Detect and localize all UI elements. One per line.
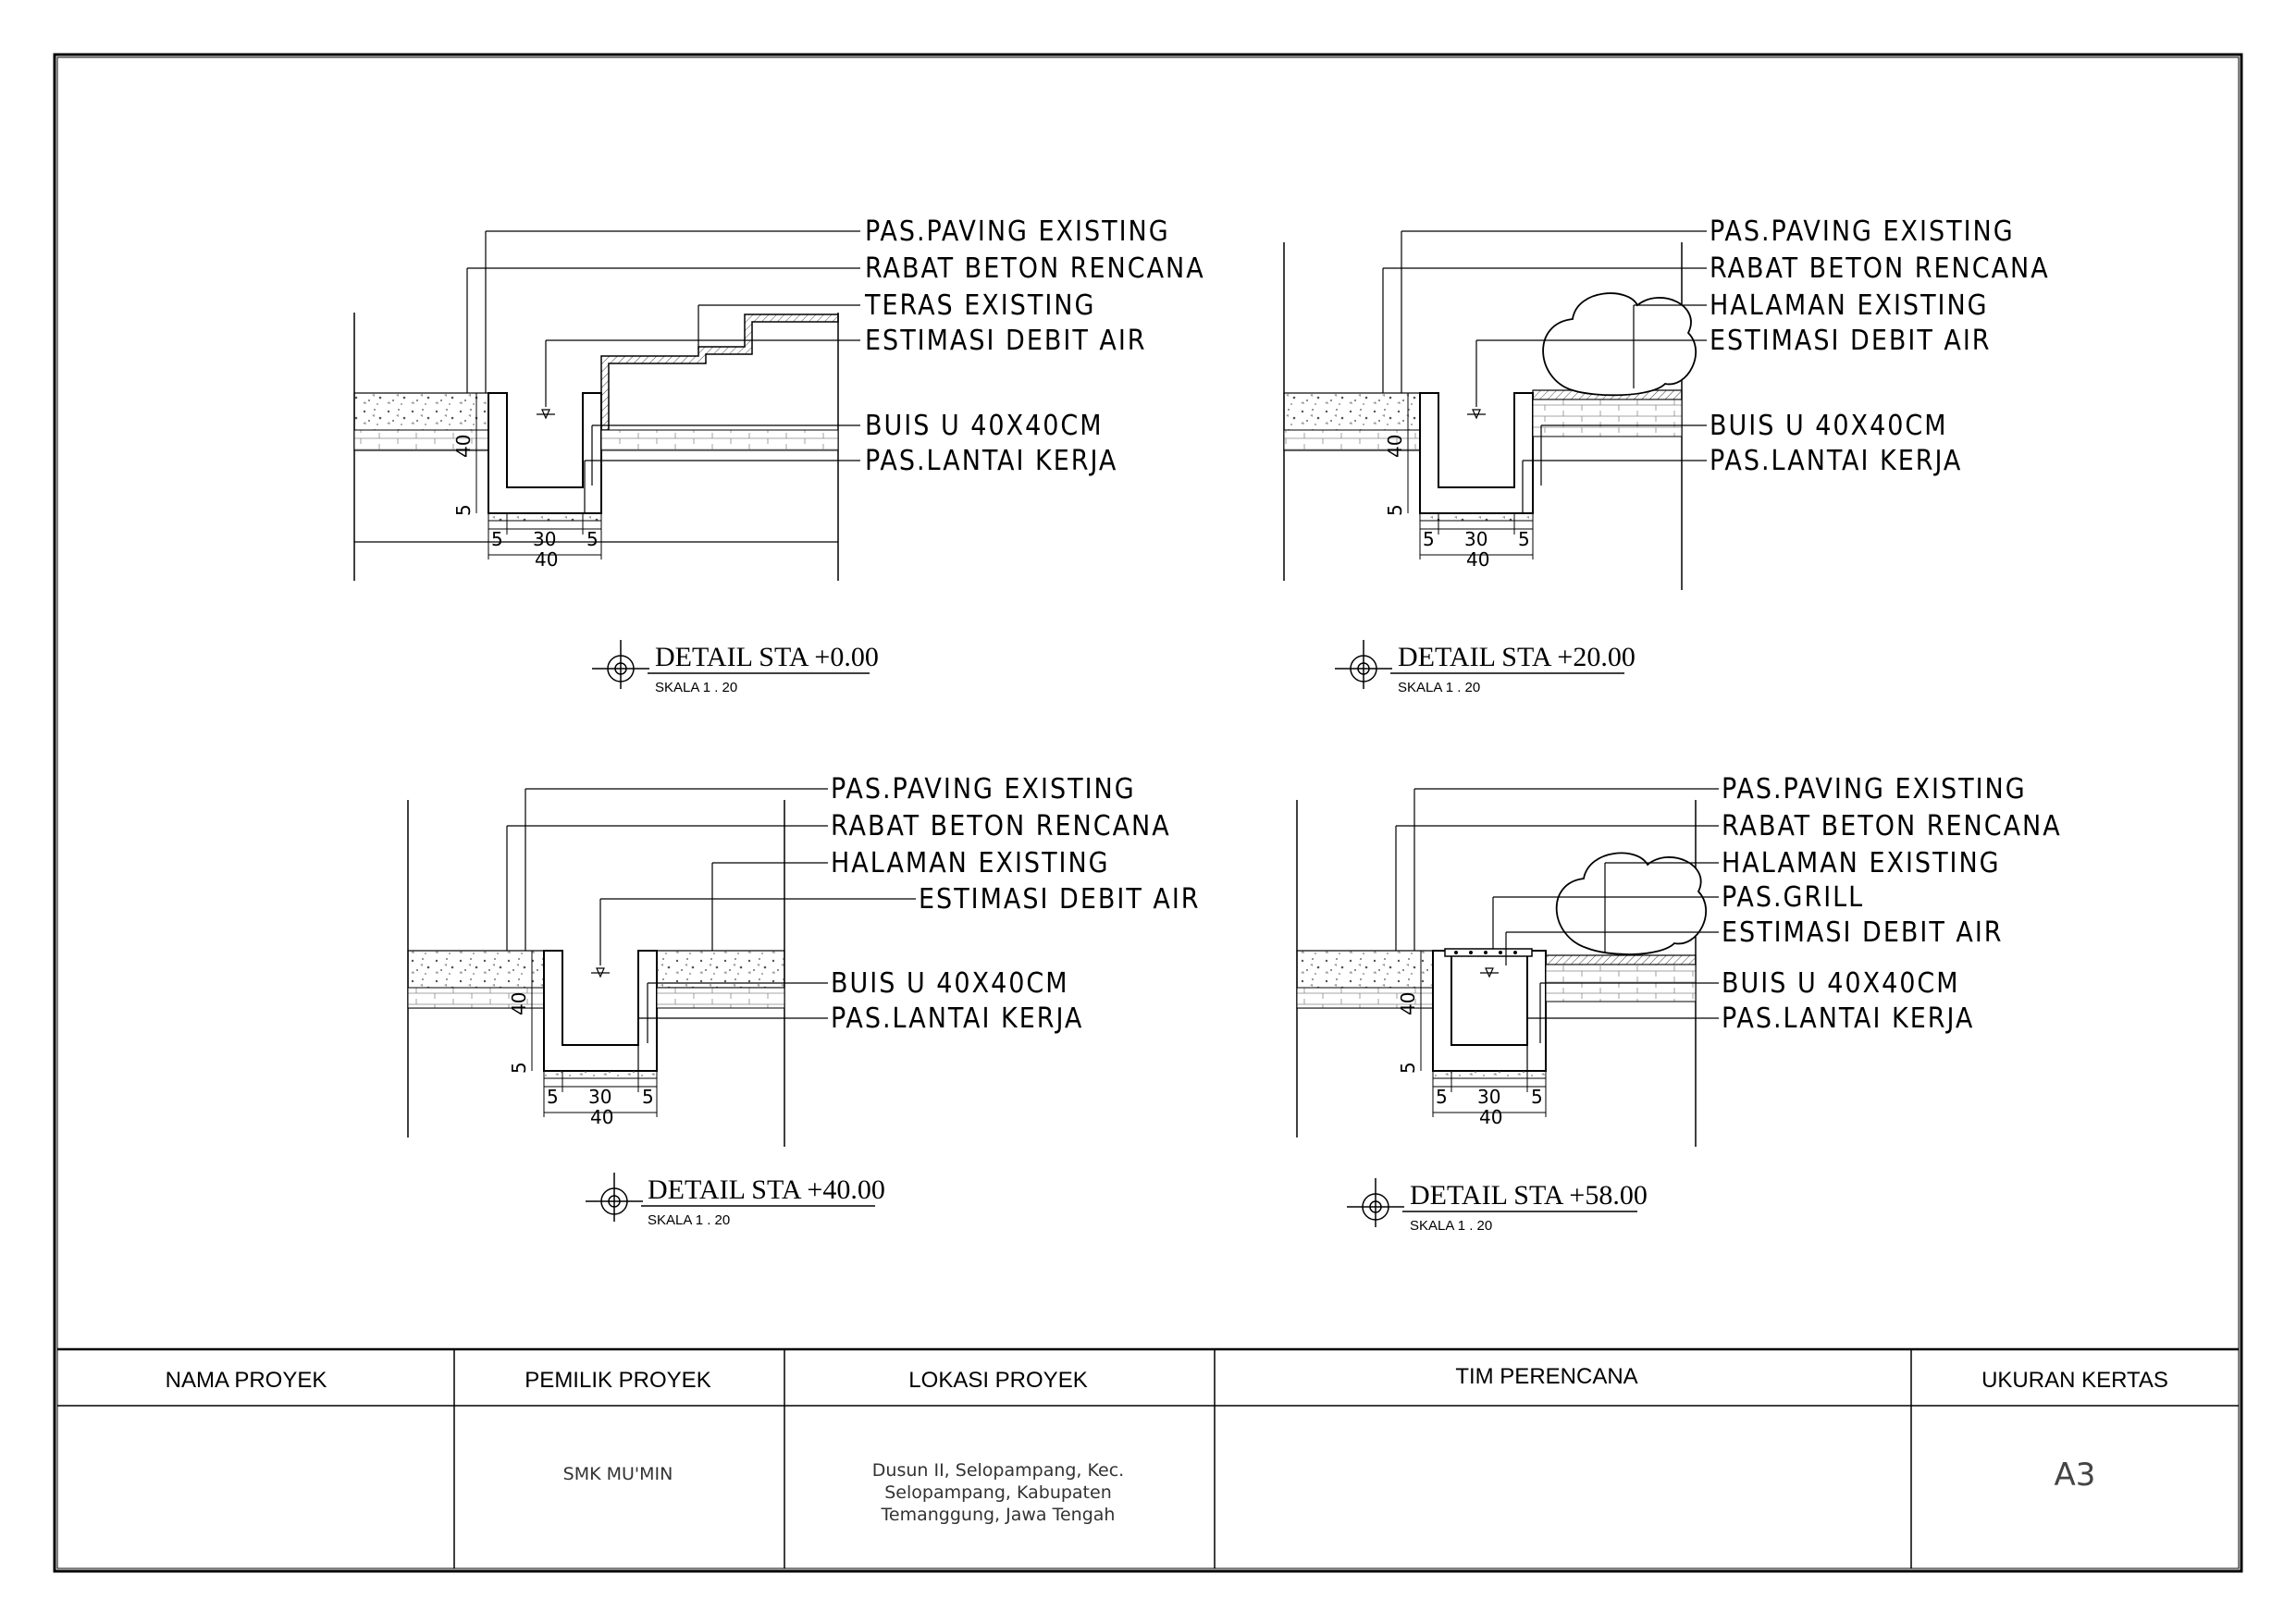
detail-sta-40: PAS.PAVING EXISTING RABAT BETON RENCANA … — [407, 773, 1201, 1228]
dim-inner: 30 — [533, 528, 556, 550]
detail-scale: SKALA 1 . 20 — [655, 680, 737, 695]
dim-wall-right: 5 — [586, 528, 599, 550]
value-lokasi-line-1: Dusun II, Selopampang, Kec. — [872, 1460, 1124, 1481]
detail-sta-58: PAS.PAVING EXISTING RABAT BETON RENCANA … — [1296, 773, 2062, 1234]
header-ukuran-kertas: UKURAN KERTAS — [1981, 1368, 2168, 1393]
dim-inner: 30 — [588, 1086, 611, 1108]
dim-wall-right: 5 — [642, 1086, 654, 1108]
detail-label: PAS.LANTAI KERJA — [1710, 445, 1962, 477]
detail-label: RABAT BETON RENCANA — [1710, 252, 2050, 285]
detail-label: PAS.PAVING EXISTING — [1710, 215, 2015, 248]
detail-label: PAS.PAVING EXISTING — [831, 773, 1136, 805]
detail-label: TERAS EXISTING — [864, 289, 1095, 322]
dim-depth: 40 — [508, 992, 530, 1015]
grill — [1444, 948, 1533, 957]
detail-label: BUIS U 40X40CM — [1722, 967, 1960, 1000]
detail-label: RABAT BETON RENCANA — [1722, 810, 2062, 842]
buis-u-channel — [1419, 392, 1534, 514]
detail-label: PAS.LANTAI KERJA — [831, 1002, 1083, 1035]
inner-frame — [56, 56, 2240, 1569]
dim-total: 40 — [590, 1106, 613, 1128]
dim-total: 40 — [1479, 1106, 1502, 1128]
detail-title: DETAIL STA +58.00 — [1410, 1180, 1648, 1211]
outer-frame — [53, 53, 2243, 1573]
detail-scale: SKALA 1 . 20 — [1410, 1218, 1492, 1234]
dim-slab: 5 — [1384, 504, 1406, 516]
dim-slab: 5 — [1397, 1062, 1419, 1074]
dim-total: 40 — [1466, 548, 1489, 571]
teras-existing — [600, 314, 839, 431]
detail-label: HALAMAN EXISTING — [1710, 289, 1989, 322]
detail-sta-20: PAS.PAVING EXISTING RABAT BETON RENCANA … — [1283, 215, 2050, 695]
detail-scale: SKALA 1 . 20 — [1398, 680, 1480, 695]
dim-slab: 5 — [452, 504, 475, 516]
detail-title: DETAIL STA +0.00 — [655, 642, 879, 672]
detail-label: PAS.GRILL — [1722, 881, 1864, 914]
detail-label: ESTIMASI DEBIT AIR — [1722, 916, 2004, 949]
dim-inner: 30 — [1464, 528, 1487, 550]
detail-label: BUIS U 40X40CM — [865, 410, 1104, 442]
dim-depth: 40 — [452, 435, 475, 458]
value-lokasi-line-2: Selopampang, Kabupaten — [884, 1482, 1112, 1503]
dim-total: 40 — [535, 548, 558, 571]
detail-label: RABAT BETON RENCANA — [865, 252, 1205, 285]
dim-slab: 5 — [508, 1062, 530, 1074]
detail-title: DETAIL STA +20.00 — [1398, 642, 1636, 672]
value-pemilik-proyek: SMK MU'MIN — [563, 1464, 673, 1484]
dim-wall-right: 5 — [1518, 528, 1530, 550]
dim-wall-left: 5 — [1423, 528, 1435, 550]
dim-depth: 40 — [1384, 435, 1406, 458]
detail-label: PAS.PAVING EXISTING — [1722, 773, 2027, 805]
header-tim-perencana: TIM PERENCANA — [1455, 1364, 1637, 1389]
shrub-icon — [1555, 852, 1708, 955]
detail-title: DETAIL STA +40.00 — [648, 1174, 885, 1205]
detail-label: HALAMAN EXISTING — [1722, 847, 2001, 879]
dim-wall-left: 5 — [491, 528, 503, 550]
dim-wall-left: 5 — [547, 1086, 559, 1108]
dim-wall-left: 5 — [1436, 1086, 1448, 1108]
detail-label: RABAT BETON RENCANA — [831, 810, 1171, 842]
detail-label: ESTIMASI DEBIT AIR — [865, 325, 1147, 357]
dim-inner: 30 — [1477, 1086, 1500, 1108]
header-lokasi-proyek: LOKASI PROYEK — [908, 1368, 1087, 1393]
detail-label: HALAMAN EXISTING — [831, 847, 1110, 879]
detail-label: PAS.LANTAI KERJA — [1722, 1002, 1974, 1035]
detail-label: PAS.PAVING EXISTING — [865, 215, 1170, 248]
value-lokasi-line-3: Temanggung, Jawa Tengah — [881, 1505, 1116, 1525]
title-block: NAMA PROYEK PEMILIK PROYEK LOKASI PROYEK… — [57, 1347, 2239, 1568]
detail-label: PAS.LANTAI KERJA — [865, 445, 1117, 477]
header-pemilik-proyek: PEMILIK PROYEK — [525, 1368, 710, 1393]
detail-scale: SKALA 1 . 20 — [648, 1212, 730, 1228]
header-nama-proyek: NAMA PROYEK — [166, 1368, 327, 1393]
detail-label: ESTIMASI DEBIT AIR — [919, 883, 1201, 916]
detail-label: BUIS U 40X40CM — [1710, 410, 1948, 442]
dim-depth: 40 — [1397, 992, 1419, 1015]
value-ukuran-kertas: A3 — [2055, 1457, 2096, 1494]
detail-sta-0: PAS.PAVING EXISTING RABAT BETON RENCANA … — [353, 215, 1205, 695]
detail-label: BUIS U 40X40CM — [831, 967, 1069, 1000]
dim-wall-right: 5 — [1531, 1086, 1543, 1108]
detail-label: ESTIMASI DEBIT AIR — [1710, 325, 1992, 357]
shrub-icon — [1542, 292, 1697, 397]
